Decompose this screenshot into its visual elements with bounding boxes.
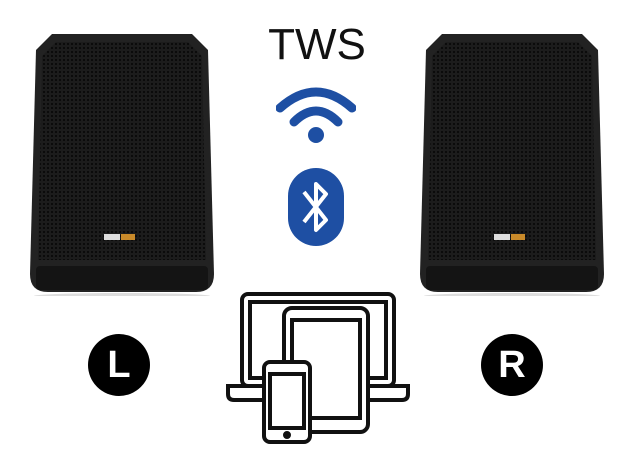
left-speaker xyxy=(30,34,214,296)
left-channel-badge: L xyxy=(88,334,150,396)
phone-icon xyxy=(262,360,312,444)
devices-icon xyxy=(226,292,410,444)
right-speaker xyxy=(420,34,604,296)
tws-title: TWS xyxy=(268,20,366,69)
right-channel-badge: R xyxy=(481,334,543,396)
wifi-icon xyxy=(276,87,356,143)
bluetooth-icon xyxy=(288,168,344,246)
